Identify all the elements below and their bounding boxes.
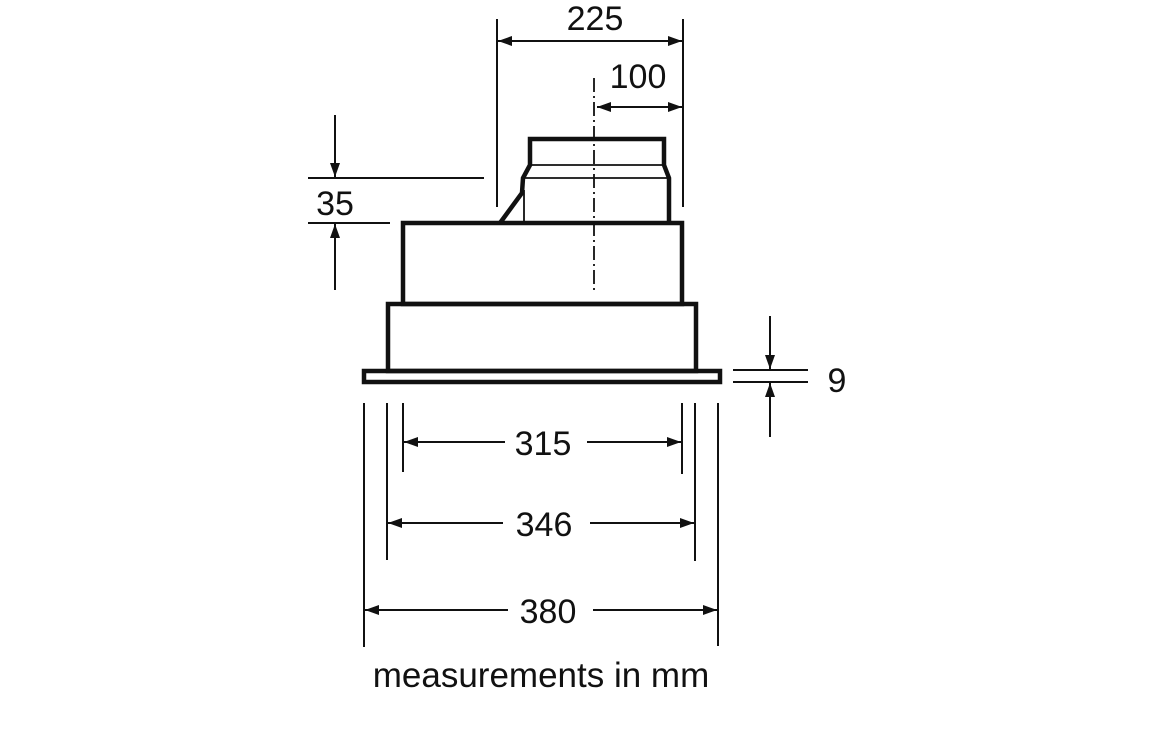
- dimension-35: 35: [308, 115, 484, 290]
- dimension-label-9: 9: [828, 362, 847, 400]
- dimension-380: 380: [365, 593, 717, 631]
- outlet-transition: [498, 136, 672, 225]
- dimension-label-225: 225: [567, 0, 624, 38]
- dimension-9: 9: [733, 316, 846, 437]
- upper-body: [400, 220, 685, 307]
- dimension-100: 100: [597, 58, 682, 112]
- dimension-label-35: 35: [316, 185, 354, 223]
- lower-body: [385, 301, 699, 374]
- dimension-label-100: 100: [610, 58, 667, 96]
- dimension-label-380: 380: [520, 593, 577, 631]
- dimension-225: 225: [496, 0, 684, 207]
- dimension-346: 346: [388, 506, 694, 544]
- dimension-label-346: 346: [516, 506, 573, 544]
- units-note: measurements in mm: [373, 656, 709, 695]
- hood-housing: [361, 78, 723, 385]
- dimension-label-315: 315: [515, 425, 572, 463]
- dimension-315: 315: [404, 425, 681, 463]
- extension-lines-bottom: [363, 403, 719, 647]
